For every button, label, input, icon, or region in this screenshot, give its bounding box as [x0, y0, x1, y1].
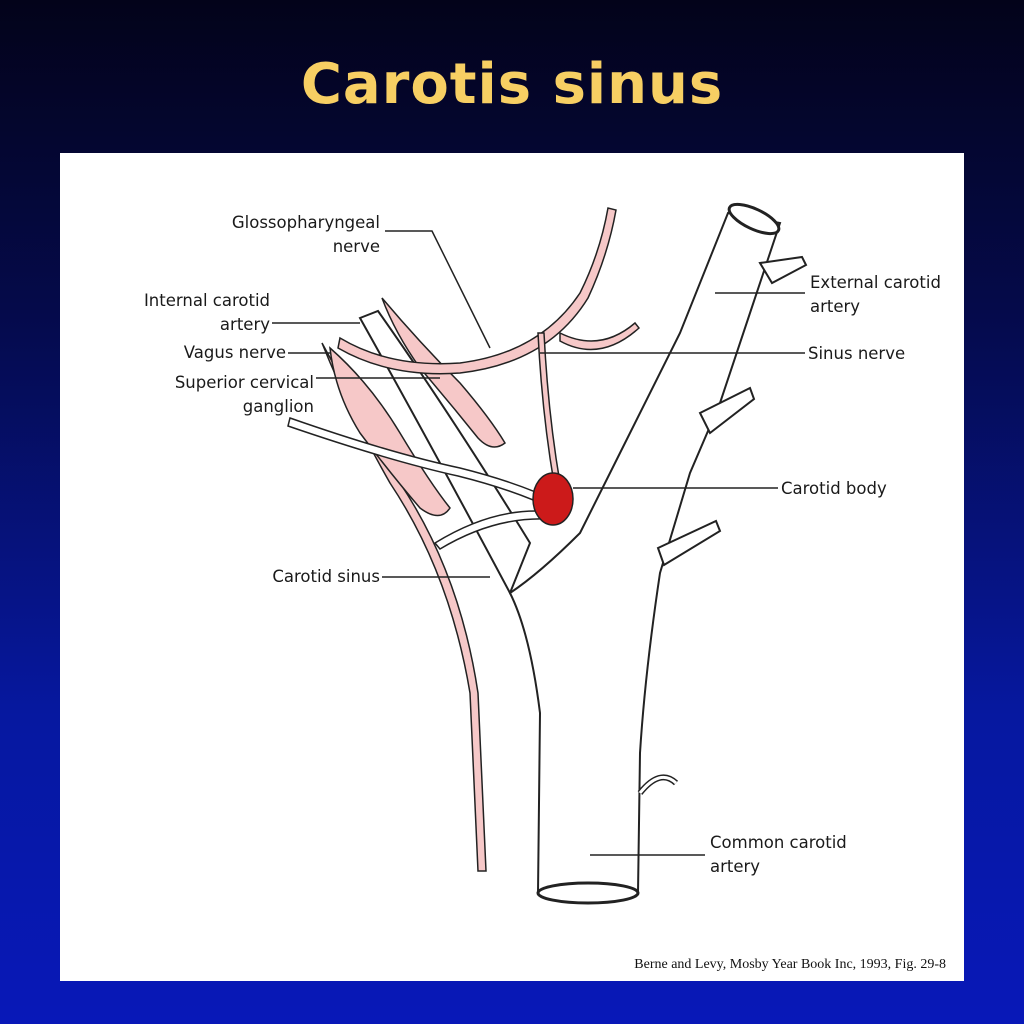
common-carotid-opening	[536, 881, 640, 905]
sinus-nerve-branch	[559, 321, 641, 351]
label-internal-carotid-line2: artery	[219, 315, 270, 334]
label-carotid-sinus: Carotid sinus	[272, 567, 380, 586]
label-vagus: Vagus nerve	[183, 343, 286, 362]
leader-glossopharyngeal	[385, 230, 491, 349]
glossopharyngeal-nerve	[337, 207, 617, 375]
common-carotid-artery	[508, 211, 782, 894]
label-glossopharyngeal: Glossopharyngeal nerve	[180, 211, 380, 259]
label-internal-carotid-line1: Internal carotid	[143, 291, 270, 310]
label-superior-cervical-line2: ganglion	[242, 397, 314, 416]
carotid-body	[532, 472, 574, 526]
figure-caption: Berne and Levy, Mosby Year Book Inc, 199…	[634, 957, 946, 972]
label-glossopharyngeal-line1: Glossopharyngeal	[231, 213, 380, 232]
artery-branch-2	[698, 386, 756, 435]
carotid-anatomy-diagram	[272, 202, 808, 905]
artery-branch-3	[656, 519, 722, 567]
sinus-nerve	[537, 332, 561, 484]
leader-lines	[272, 230, 805, 856]
label-common-carotid: Common carotid artery	[710, 831, 847, 879]
label-sinus-nerve: Sinus nerve	[808, 344, 906, 363]
vagus-nerve	[321, 342, 487, 872]
label-carotid-body: Carotid body	[781, 479, 887, 498]
label-common-carotid-line2: artery	[710, 857, 761, 876]
label-superior-cervical: Superior cervical ganglion	[130, 371, 314, 419]
label-common-carotid-line1: Common carotid	[710, 833, 847, 852]
label-external-carotid: External carotid artery	[810, 271, 941, 319]
label-internal-carotid: Internal carotid artery	[100, 289, 270, 337]
slide-title: Carotis sinus	[300, 52, 724, 117]
artery-branch-1	[758, 255, 808, 285]
nodose-ganglion	[329, 346, 451, 517]
label-external-carotid-line1: External carotid	[810, 273, 941, 292]
figure-panel: Glossopharyngeal nerve Internal carotid …	[60, 153, 964, 981]
label-glossopharyngeal-line2: nerve	[332, 237, 380, 256]
label-superior-cervical-line1: Superior cervical	[174, 373, 314, 392]
external-carotid-opening	[727, 202, 781, 236]
label-external-carotid-line2: artery	[810, 297, 861, 316]
artery-branch-4-inner	[638, 775, 678, 794]
